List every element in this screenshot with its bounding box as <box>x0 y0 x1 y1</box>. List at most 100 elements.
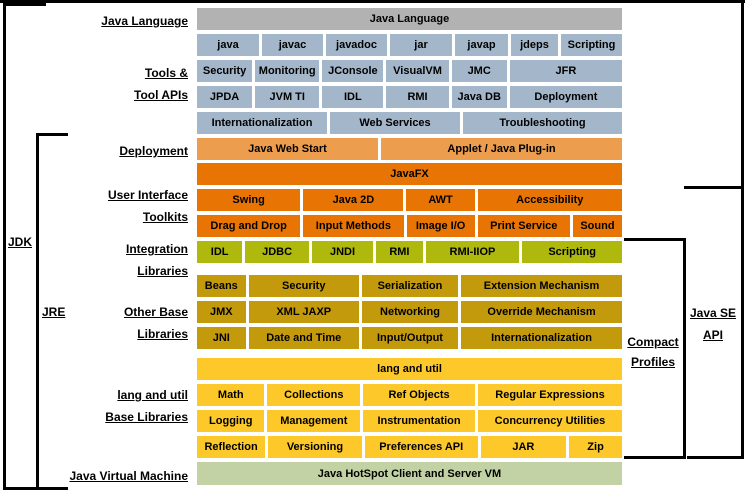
cell-image-i-o[interactable]: Image I/O <box>406 215 475 237</box>
jdk-jre-bracket-bottom <box>3 487 68 490</box>
cell-java[interactable]: java <box>197 34 259 56</box>
compact-bracket-top <box>624 238 686 241</box>
cell-monitoring[interactable]: Monitoring <box>255 60 320 82</box>
cell-date-and-time[interactable]: Date and Time <box>248 327 359 349</box>
cell-lang-and-util[interactable]: lang and util <box>197 358 622 380</box>
cell-java-web-start[interactable]: Java Web Start <box>197 138 378 160</box>
cell-concurrency-utilities[interactable]: Concurrency Utilities <box>477 410 622 432</box>
cell-xml-jaxp[interactable]: XML JAXP <box>248 301 359 323</box>
cell-collections[interactable]: Collections <box>267 384 361 406</box>
label-java-language-text: Java Language <box>101 14 188 28</box>
label-tools-line1: Tools & <box>144 66 188 80</box>
cell-visualvm[interactable]: VisualVM <box>386 60 449 82</box>
cell-idl[interactable]: IDL <box>322 86 384 108</box>
cell-security[interactable]: Security <box>197 60 253 82</box>
cell-idl[interactable]: IDL <box>197 241 243 263</box>
cell-regular-expressions[interactable]: Regular Expressions <box>477 384 622 406</box>
cell-deployment[interactable]: Deployment <box>509 86 623 108</box>
cell-scripting[interactable]: Scripting <box>561 34 622 56</box>
cell-versioning[interactable]: Versioning <box>268 436 362 458</box>
label-java-se-line2: API <box>702 328 723 342</box>
label-jre-text: JRE <box>42 305 66 319</box>
cell-extension-mechanism[interactable]: Extension Mechanism <box>461 275 622 297</box>
cell-jdeps[interactable]: jdeps <box>511 34 558 56</box>
cell-zip[interactable]: Zip <box>569 436 622 458</box>
cell-drag-and-drop[interactable]: Drag and Drop <box>197 215 301 237</box>
label-ui-line1: User Interface <box>107 188 188 202</box>
cell-awt[interactable]: AWT <box>406 189 475 211</box>
label-user-interface-toolkits[interactable]: User Interface Toolkits <box>0 184 188 228</box>
cell-beans[interactable]: Beans <box>197 275 246 297</box>
cell-rmi[interactable]: RMI <box>376 241 423 263</box>
cell-preferences-api[interactable]: Preferences API <box>364 436 478 458</box>
cell-swing[interactable]: Swing <box>197 189 301 211</box>
label-jdk-text: JDK <box>8 235 33 249</box>
label-java-language[interactable]: Java Language <box>0 10 188 32</box>
cell-input-methods[interactable]: Input Methods <box>303 215 404 237</box>
cell-jpda[interactable]: JPDA <box>197 86 253 108</box>
row-javafx: JavaFX <box>197 163 622 185</box>
cell-javafx[interactable]: JavaFX <box>197 163 622 185</box>
cell-javadoc[interactable]: javadoc <box>326 34 387 56</box>
cell-serialization[interactable]: Serialization <box>361 275 459 297</box>
label-ui-line2: Toolkits <box>142 210 188 224</box>
label-jdk[interactable]: JDK <box>8 235 32 249</box>
row-langutil-header: lang and util <box>197 358 622 380</box>
cell-jmx[interactable]: JMX <box>197 301 246 323</box>
cell-sound[interactable]: Sound <box>572 215 623 237</box>
cell-security[interactable]: Security <box>248 275 359 297</box>
cell-instrumentation[interactable]: Instrumentation <box>363 410 475 432</box>
label-java-virtual-machine[interactable]: Java Virtual Machine <box>0 465 189 487</box>
cell-rmi-iiop[interactable]: RMI-IIOP <box>425 241 520 263</box>
label-integration-libraries[interactable]: Integration Libraries <box>0 238 188 282</box>
label-deployment[interactable]: Deployment <box>0 140 188 162</box>
label-compact-profiles[interactable]: Compact Profiles <box>622 332 684 372</box>
cell-jar[interactable]: JAR <box>480 436 567 458</box>
cell-jvm-ti[interactable]: JVM TI <box>255 86 320 108</box>
label-other-base-line2: Libraries <box>137 327 188 341</box>
label-java-se-api[interactable]: Java SE API <box>684 302 742 346</box>
cell-applet-java-plug-in[interactable]: Applet / Java Plug-in <box>381 138 622 160</box>
cell-rmi[interactable]: RMI <box>386 86 449 108</box>
cell-java-language[interactable]: Java Language <box>197 8 622 30</box>
cell-ref-objects[interactable]: Ref Objects <box>363 384 475 406</box>
cell-jndi[interactable]: JNDI <box>311 241 374 263</box>
jdk-bracket-top <box>3 2 46 6</box>
cell-java-2d[interactable]: Java 2D <box>303 189 404 211</box>
frame-right-line <box>741 0 744 459</box>
cell-jfr[interactable]: JFR <box>509 60 623 82</box>
label-deployment-text: Deployment <box>119 144 188 158</box>
cell-input-output[interactable]: Input/Output <box>361 327 459 349</box>
cell-java-hotspot-client-and-server-vm[interactable]: Java HotSpot Client and Server VM <box>197 462 622 485</box>
cell-jni[interactable]: JNI <box>197 327 246 349</box>
cell-override-mechanism[interactable]: Override Mechanism <box>461 301 622 323</box>
cell-javap[interactable]: javap <box>455 34 508 56</box>
cell-scripting[interactable]: Scripting <box>522 241 623 263</box>
cell-troubleshooting[interactable]: Troubleshooting <box>463 112 622 134</box>
cell-management[interactable]: Management <box>267 410 361 432</box>
label-lang-util-base-libraries[interactable]: lang and util Base Libraries <box>0 384 188 428</box>
cell-jdbc[interactable]: JDBC <box>245 241 309 263</box>
cell-networking[interactable]: Networking <box>361 301 459 323</box>
label-jre[interactable]: JRE <box>42 305 65 319</box>
cell-reflection[interactable]: Reflection <box>197 436 266 458</box>
label-tools-and-tool-apis[interactable]: Tools & Tool APIs <box>0 62 188 106</box>
cell-jconsole[interactable]: JConsole <box>322 60 384 82</box>
cell-javac[interactable]: javac <box>262 34 323 56</box>
cell-accessibility[interactable]: Accessibility <box>477 189 622 211</box>
cell-logging[interactable]: Logging <box>197 410 265 432</box>
cell-java-db[interactable]: Java DB <box>451 86 507 108</box>
cell-internationalization[interactable]: Internationalization <box>197 112 327 134</box>
cell-web-services[interactable]: Web Services <box>330 112 460 134</box>
cell-jmc[interactable]: JMC <box>451 60 507 82</box>
cell-math[interactable]: Math <box>197 384 265 406</box>
label-other-base-libraries[interactable]: Other Base Libraries <box>0 301 188 345</box>
cell-print-service[interactable]: Print Service <box>477 215 570 237</box>
cell-jar[interactable]: jar <box>390 34 452 56</box>
cell-internationalization[interactable]: Internationalization <box>461 327 622 349</box>
